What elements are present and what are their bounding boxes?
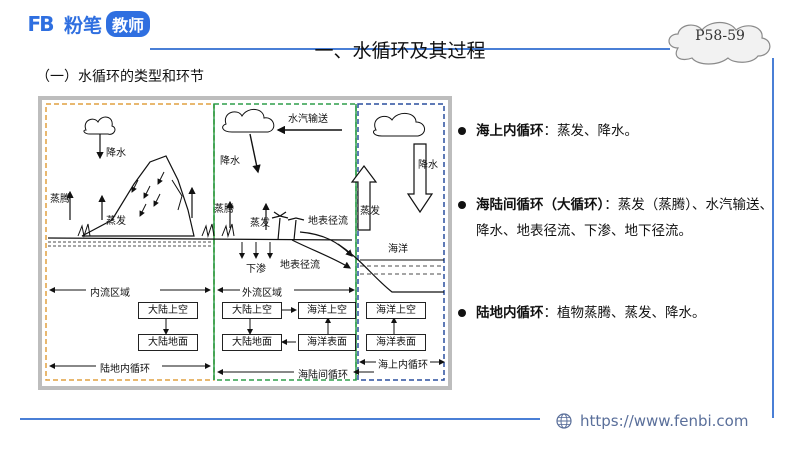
box-continent-air-1: 大陆上空 bbox=[138, 302, 198, 319]
bullet-term: 海上内循环 bbox=[476, 123, 544, 139]
box-ocean-air-3: 海洋上空 bbox=[366, 302, 426, 319]
bullet-dot bbox=[458, 201, 466, 209]
bullet-desc: ：蒸发（蒸腾）、水汽输送、降水、地表径流、下渗、地下径流。 bbox=[476, 197, 773, 239]
page-number: P58-59 bbox=[695, 28, 745, 44]
page-title: 一、水循环及其过程 bbox=[314, 40, 486, 62]
label-precip-left: 降水 bbox=[106, 148, 126, 159]
frame-line-top bbox=[150, 48, 670, 50]
label-precip-mid: 降水 bbox=[220, 156, 240, 167]
cloud-left bbox=[83, 116, 116, 135]
box-ocean-surface-3: 海洋表面 bbox=[366, 334, 426, 351]
footer-url-text[interactable]: https://www.fenbi.com bbox=[580, 412, 749, 430]
box-continent-ground-2: 大陆地面 bbox=[222, 334, 282, 351]
label-precip-right: 降水 bbox=[418, 160, 438, 171]
bullet-desc: ：蒸发、降水。 bbox=[543, 123, 639, 139]
label-evap-right: 蒸发 bbox=[360, 206, 380, 217]
label-land-sea-cycle: 海陆间循环 bbox=[298, 370, 348, 381]
zone-ocean bbox=[357, 103, 445, 381]
label-evap-mid: 蒸发 bbox=[250, 218, 270, 229]
box-ocean-air-2: 海洋上空 bbox=[298, 302, 356, 319]
water-cycle-diagram: 降水 蒸腾 蒸发 水汽输送 降水 蒸腾 蒸发 地表径流 下渗 地表径流 蒸发 降… bbox=[38, 96, 452, 390]
label-land-cycle: 陆地内循环 bbox=[100, 364, 150, 375]
label-runoff-2: 地表径流 bbox=[280, 260, 320, 271]
box-ocean-surface-2: 海洋表面 bbox=[298, 334, 356, 351]
precipitation-arrow-right bbox=[406, 143, 434, 214]
bullet-desc: ：植物蒸腾、蒸发、降水。 bbox=[543, 305, 706, 321]
label-vapor-transport: 水汽输送 bbox=[288, 114, 328, 125]
bullet-term: 海陆间循环（大循环） bbox=[476, 197, 605, 213]
label-transpiration-left: 蒸腾 bbox=[50, 194, 70, 205]
globe-icon bbox=[556, 413, 572, 429]
label-inland-region: 内流区域 bbox=[90, 288, 130, 299]
logo-badge: 教师 bbox=[106, 11, 151, 37]
label-infiltration: 下渗 bbox=[246, 264, 266, 275]
section-subtitle: （一）水循环的类型和环节 bbox=[36, 69, 204, 85]
bullet-term: 陆地内循环 bbox=[476, 305, 544, 321]
page-cloud-icon bbox=[668, 21, 771, 65]
frame-line-bottom bbox=[20, 418, 540, 420]
diagram-drawing bbox=[45, 103, 445, 381]
logo-text: 粉笔 bbox=[64, 14, 103, 37]
cloud-right bbox=[373, 113, 425, 137]
label-runoff-1: 地表径流 bbox=[308, 216, 348, 227]
bullet-dot bbox=[458, 309, 466, 317]
label-transpiration-mid: 蒸腾 bbox=[214, 204, 234, 215]
fenbi-logo: FB 粉笔 教师 bbox=[18, 10, 151, 38]
frame-line-right bbox=[772, 58, 774, 418]
evaporation-arrow-right bbox=[350, 165, 378, 231]
box-continent-air-2: 大陆上空 bbox=[222, 302, 282, 319]
label-evap-left: 蒸发 bbox=[106, 216, 126, 227]
footer-url[interactable]: https://www.fenbi.com bbox=[556, 410, 748, 432]
label-ocean: 海洋 bbox=[388, 244, 408, 255]
label-ocean-cycle: 海上内循环 bbox=[378, 360, 428, 371]
mountain bbox=[81, 155, 195, 237]
label-outflow-region: 外流区域 bbox=[242, 288, 282, 299]
box-continent-ground-1: 大陆地面 bbox=[138, 334, 198, 351]
bullet-dot bbox=[458, 127, 466, 135]
logo-mark: FB bbox=[27, 12, 55, 36]
cloud-mid bbox=[222, 109, 275, 133]
